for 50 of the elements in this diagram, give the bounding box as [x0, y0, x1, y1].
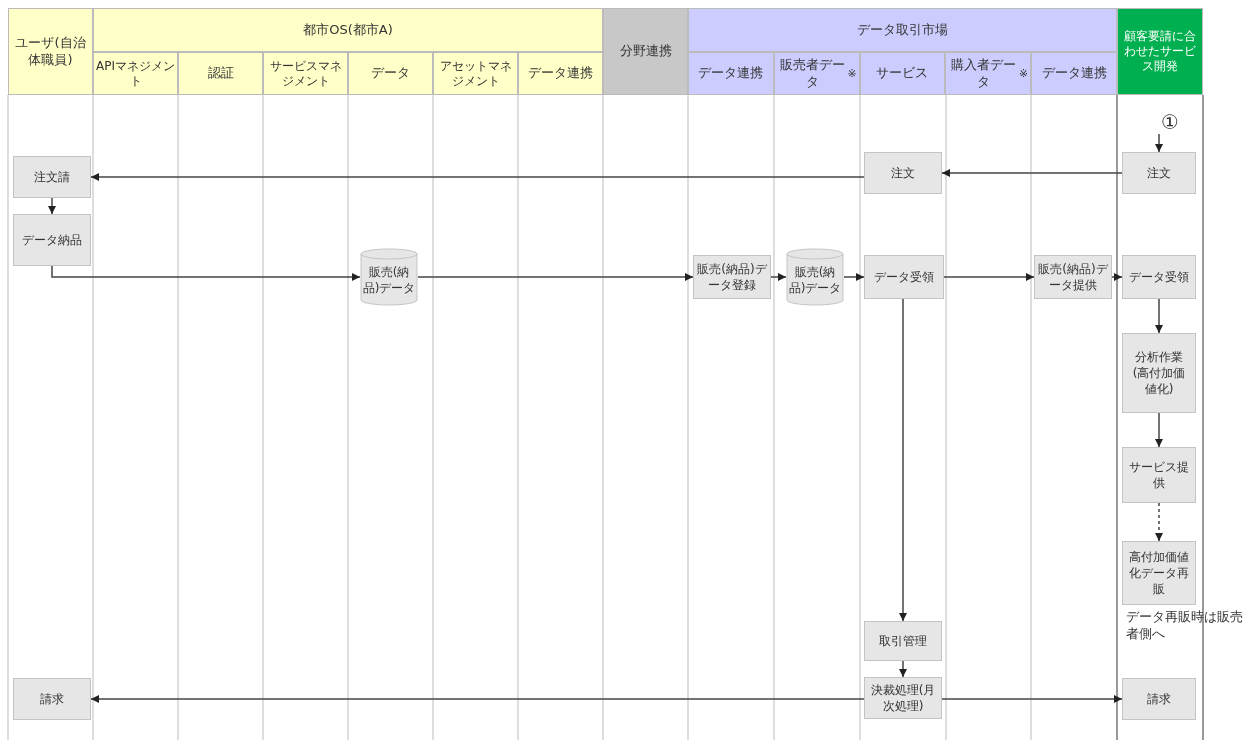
arrow [90, 173, 865, 181]
database-cylinder: 販売(納品)データ [360, 248, 418, 306]
arrow [1155, 502, 1163, 542]
lane-header: 分野連携 [603, 8, 688, 95]
lane-header: データ取引市場 [688, 8, 1117, 52]
lane-header: アセットマネジメント [433, 52, 518, 95]
arrow [899, 660, 907, 678]
process-box: 請求 [1122, 678, 1196, 720]
lane-header: ユーザ(自治体職員) [8, 8, 93, 95]
lane-header: サービスマネジメント [263, 52, 348, 95]
process-box: 注文請 [13, 156, 91, 198]
lane-header: データ連携 [1031, 52, 1117, 95]
process-box: 販売(納品)データ登録 [693, 255, 771, 299]
process-box: 決裁処理(月次処理) [864, 677, 942, 719]
lane-header: APIマネジメント [93, 52, 178, 95]
lane-header: 認証 [178, 52, 263, 95]
arrow [90, 695, 865, 703]
arrow [943, 273, 1035, 281]
lane-header: 都市OS(都市A) [93, 8, 603, 52]
arrow [1155, 298, 1163, 334]
arrow [1111, 273, 1123, 281]
arrow [843, 273, 865, 281]
process-box: 注文 [1122, 152, 1196, 194]
arrow [1155, 412, 1163, 448]
process-box: データ納品 [13, 214, 91, 266]
lane-header: サービス [859, 52, 946, 95]
process-box: サービス提供 [1122, 447, 1196, 503]
arrow [899, 298, 907, 622]
arrow [48, 197, 56, 215]
process-box: 販売(納品)データ提供 [1034, 255, 1112, 299]
arrow [770, 273, 787, 281]
process-box: データ受領 [864, 255, 944, 299]
arrow [51, 265, 361, 281]
lane-header: データ連携 [518, 52, 603, 95]
arrow [1155, 133, 1163, 153]
lane-header: データ連携 [688, 52, 774, 95]
process-box: 高付加価値化データ再販 [1122, 541, 1196, 605]
lane-header: 顧客要請に合わせたサービス開発 [1117, 8, 1203, 95]
process-box: 分析作業(高付加価値化) [1122, 333, 1196, 413]
process-box: 注文 [864, 152, 942, 194]
process-box: データ受領 [1122, 255, 1196, 299]
process-box: 取引管理 [864, 621, 942, 661]
process-box: 請求 [13, 678, 91, 720]
lane-header: データ [348, 52, 433, 95]
arrow [941, 169, 1123, 177]
arrow [941, 695, 1123, 703]
note: データ再販時は販売者側へ [1126, 609, 1244, 643]
arrow [417, 273, 694, 281]
database-cylinder: 販売(納品)データ [786, 248, 844, 306]
step-number: ① [1158, 110, 1182, 134]
